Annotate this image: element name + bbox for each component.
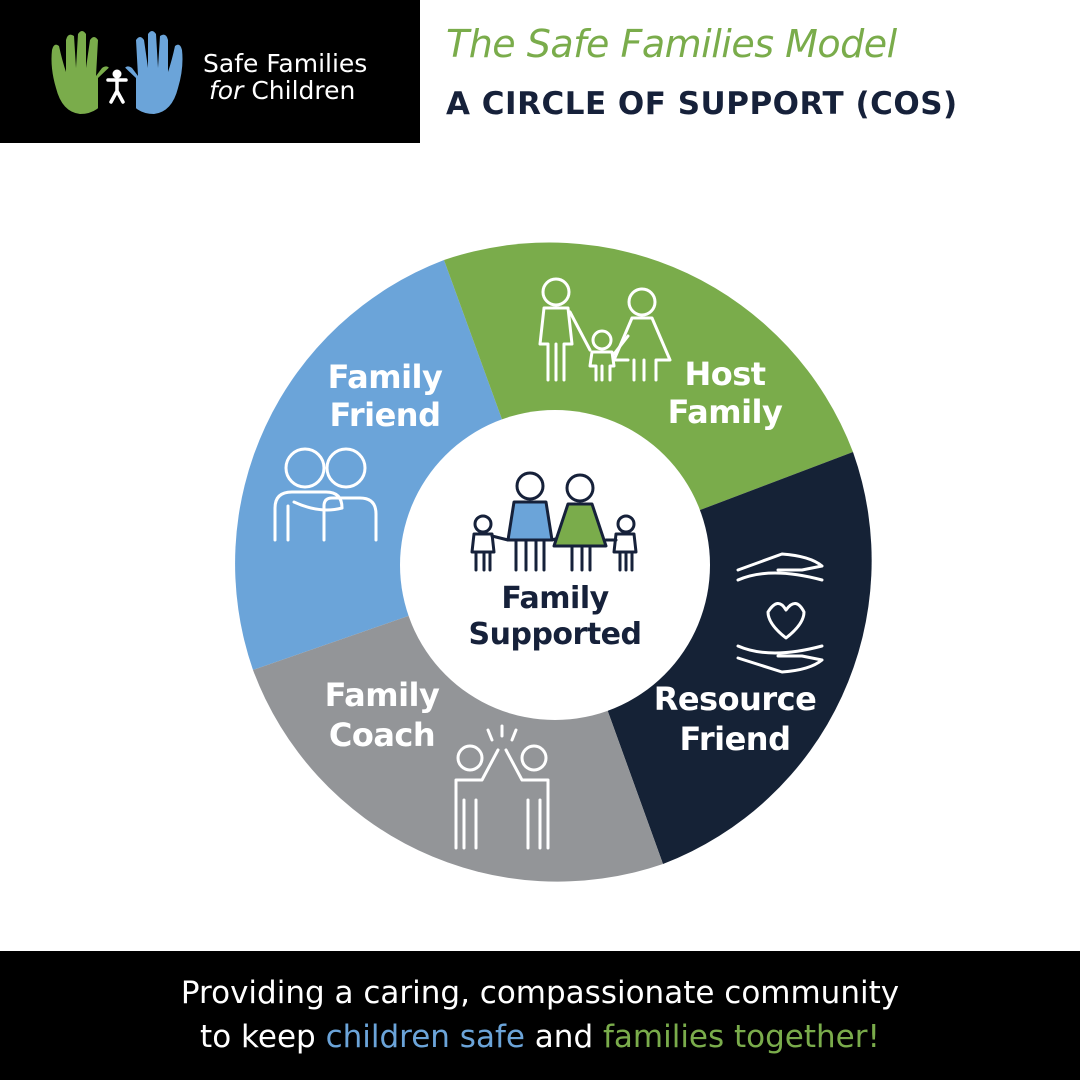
center-circle (400, 410, 710, 720)
page-subtitle: A CIRCLE OF SUPPORT (COS) (446, 86, 958, 122)
circle-of-support-diagram: Host Family Family Friend Resource Frien… (235, 242, 872, 882)
center-line2: Supported (469, 617, 642, 652)
footer-line2: to keep children safe and families toget… (0, 1015, 1080, 1059)
family-coach-line2: Coach (329, 716, 435, 754)
logo-banner: Safe Families for Children (0, 0, 420, 143)
hands-heart-icon (736, 552, 824, 674)
logo-line1: Safe Families (203, 49, 368, 78)
footer-families-together: families together! (602, 1019, 880, 1055)
host-family-line1: Host (684, 355, 765, 393)
resource-friend-line2: Friend (680, 720, 791, 758)
footer-children-safe: children safe (325, 1019, 525, 1055)
family-group-icon (470, 471, 638, 572)
hands-with-house-and-child-icon (51, 31, 183, 114)
logo-for: for (209, 76, 244, 105)
family-friend-line2: Friend (330, 396, 441, 434)
family-coach-line1: Family (325, 676, 440, 714)
center-line1: Family (501, 581, 609, 616)
footer-line1: Providing a caring, compassionate commun… (180, 975, 900, 1011)
page-title: The Safe Families Model (446, 22, 897, 66)
resource-friend-line1: Resource (654, 680, 817, 718)
family-holding-hands-icon (538, 277, 672, 382)
footer-banner: Providing a caring, compassionate commun… (0, 951, 1080, 1080)
logo-wordmark: Safe Families for Children (203, 50, 367, 104)
host-family-line2: Family (668, 393, 783, 431)
friends-embrace-icon (273, 447, 378, 542)
high-five-icon (454, 724, 550, 850)
footer-line2-a: to keep (200, 1019, 316, 1055)
family-friend-line1: Family (328, 358, 443, 396)
logo-line2: for Children (203, 77, 367, 104)
footer-line2-b: and (534, 1019, 594, 1055)
logo-children: Children (251, 76, 356, 105)
